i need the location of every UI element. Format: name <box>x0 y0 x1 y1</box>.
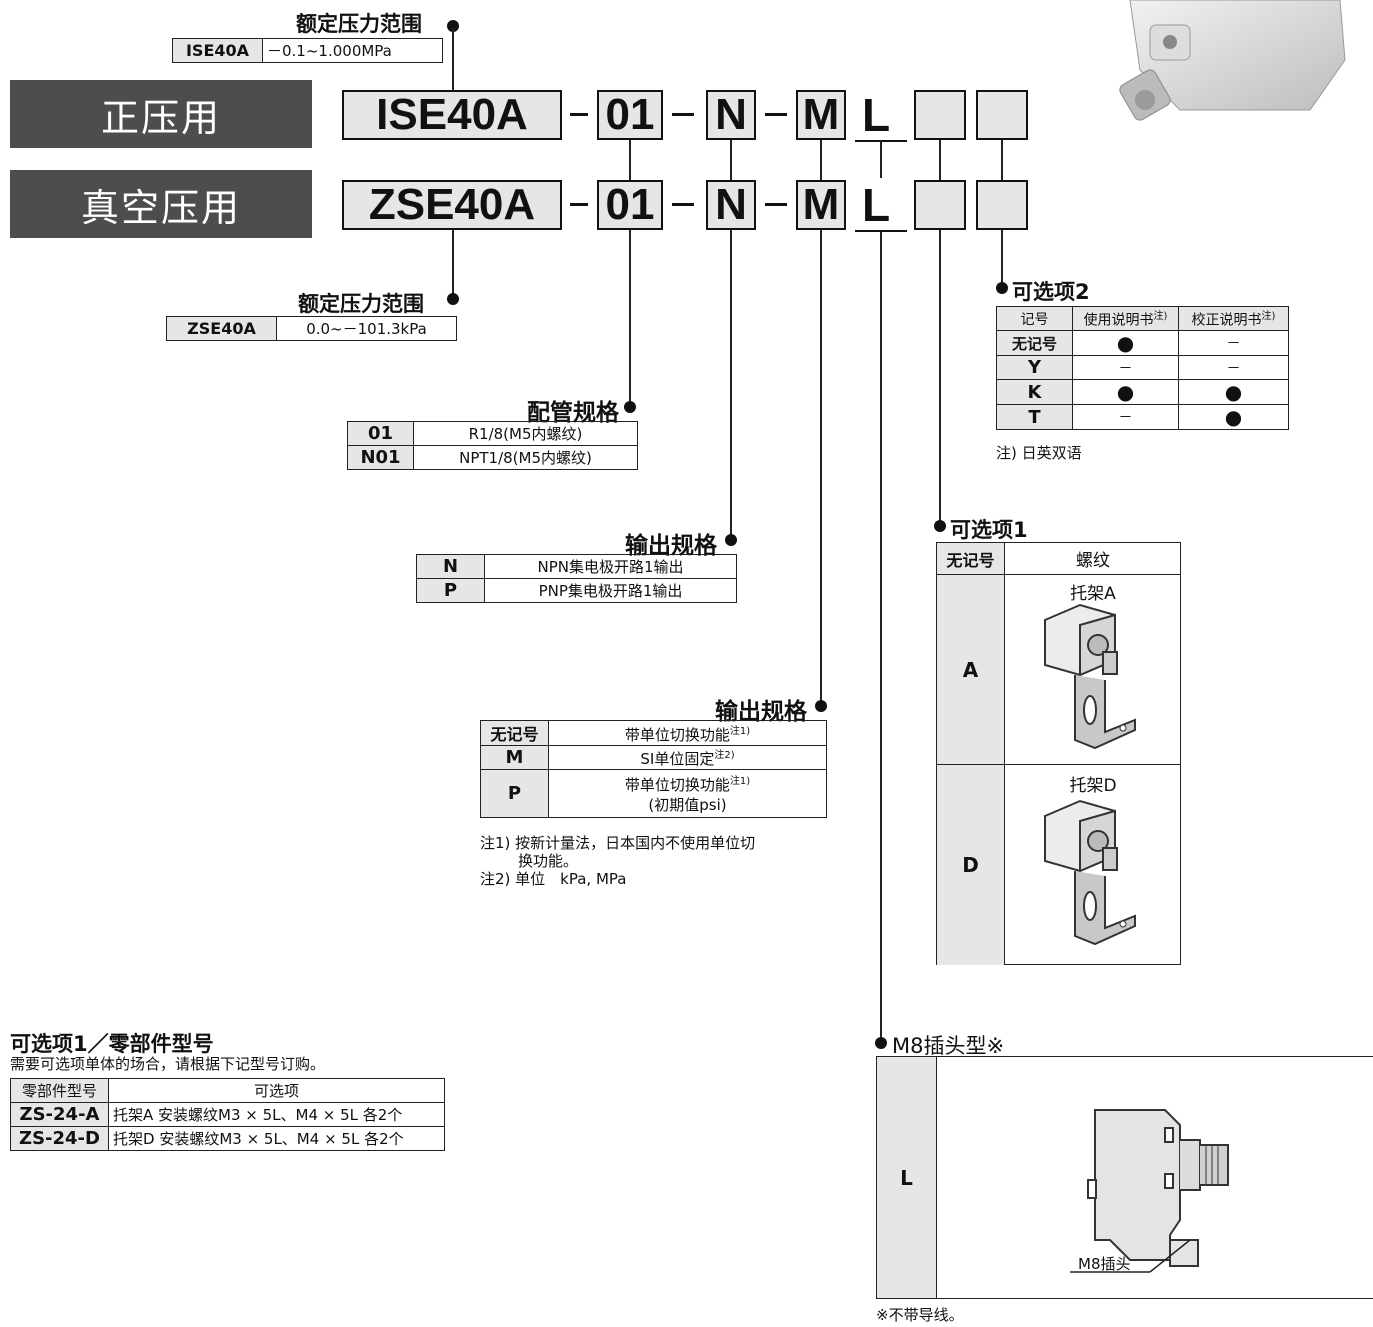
positive-option1-box <box>914 90 966 140</box>
connector-note: ※不带导线。 <box>876 1306 964 1324</box>
bottom-range-title: 额定压力范围 <box>298 292 424 316</box>
vacuum-model-box: ZSE40A <box>342 180 562 230</box>
vacuum-option1-box <box>914 180 966 230</box>
table-row: K●● <box>996 379 1289 405</box>
connector-table: L <box>876 1056 1373 1299</box>
parts-title: 可选项1／零部件型号 <box>10 1032 214 1056</box>
top-range-title: 额定压力范围 <box>296 12 422 36</box>
bottom-range-table: ZSE40A 0.0~－101.3kPa <box>166 316 457 341</box>
vacuum-option2-box <box>976 180 1028 230</box>
connector-title: M8插头型※ <box>892 1034 1005 1058</box>
vacuum-pressure-label: 真空压用 <box>10 170 312 238</box>
positive-port-box: 01 <box>597 90 663 140</box>
vacuum-connector-code: L <box>862 179 891 231</box>
bracket-a-image <box>1044 603 1136 750</box>
option1-title: 可选项1 <box>950 518 1028 542</box>
parts-subtitle: 需要可选项单体的场合，请根据下记型号订购。 <box>10 1055 326 1073</box>
connector-image <box>1070 1109 1229 1273</box>
table-row: Y－－ <box>996 355 1289 380</box>
vacuum-unit-box: M <box>796 180 846 230</box>
unit-note-1: 注1) 按新计量法，日本国内不使用单位切 <box>480 834 756 852</box>
option2-table: 记号 使用说明书注) 校正说明书注) 无记号●－ Y－－ K●● T－● <box>996 306 1289 430</box>
bottom-range-value: 0.0~－101.3kPa <box>276 316 457 341</box>
table-row: 无记号 带单位切换功能注1) <box>480 720 827 746</box>
unit-spec-table: 无记号 带单位切换功能注1) M SI单位固定注2) P 带单位切换功能注1)(… <box>480 720 827 818</box>
table-row: M SI单位固定注2) <box>480 745 827 770</box>
positive-pressure-label: 正压用 <box>10 80 312 148</box>
top-range-model: ISE40A <box>172 38 263 63</box>
table-row: T－● <box>996 404 1289 430</box>
option2-title: 可选项2 <box>1012 280 1090 304</box>
positive-output-box: N <box>706 90 756 140</box>
bracket-d-image <box>1044 799 1136 946</box>
vacuum-output-box: N <box>706 180 756 230</box>
positive-connector-code: L <box>862 89 891 141</box>
top-range-table: ISE40A －0.1~1.000MPa <box>172 38 443 63</box>
table-row: 无记号●－ <box>996 330 1289 356</box>
unit-note-2: 注2) 单位 kPa, MPa <box>480 870 627 888</box>
unit-note-1b: 换功能。 <box>518 852 579 870</box>
positive-option2-box <box>976 90 1028 140</box>
option2-note: 注) 日英双语 <box>996 444 1082 462</box>
bottom-range-model: ZSE40A <box>166 316 277 341</box>
positive-unit-box: M <box>796 90 846 140</box>
top-range-value: －0.1~1.000MPa <box>262 38 443 63</box>
product-photo <box>1119 0 1346 121</box>
option1-table: 无记号 螺纹 A 托架A D 托架D <box>936 542 1181 965</box>
positive-model-box: ISE40A <box>342 90 562 140</box>
connector-callout: M8插头 <box>1078 1255 1131 1273</box>
table-row: P 带单位切换功能注1)(初期值psi) <box>480 769 827 818</box>
vacuum-port-box: 01 <box>597 180 663 230</box>
